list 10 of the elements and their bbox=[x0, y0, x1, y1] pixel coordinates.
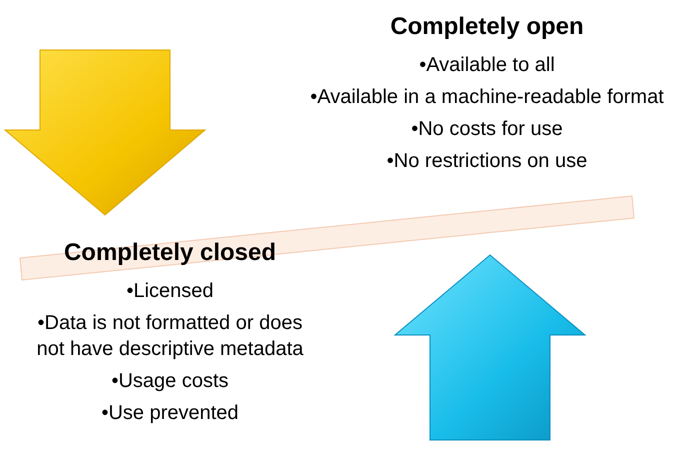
bullet-item: •Use prevented bbox=[101, 401, 239, 426]
bullet-item: •No restrictions on use bbox=[386, 149, 588, 174]
heading: Completely open bbox=[390, 12, 584, 42]
bullet-item: •Available in a machine-readable format bbox=[310, 85, 664, 110]
bullet-item: •Available to all bbox=[419, 53, 555, 78]
bullet-item: •Data is not formatted or does not have descriptive metadata bbox=[36, 311, 304, 362]
bullet-item: •Licensed bbox=[126, 279, 214, 304]
bullet-item: •No costs for use bbox=[411, 117, 563, 142]
bullet-item: •Usage costs bbox=[111, 369, 229, 394]
heading: Completely closed bbox=[64, 238, 276, 268]
